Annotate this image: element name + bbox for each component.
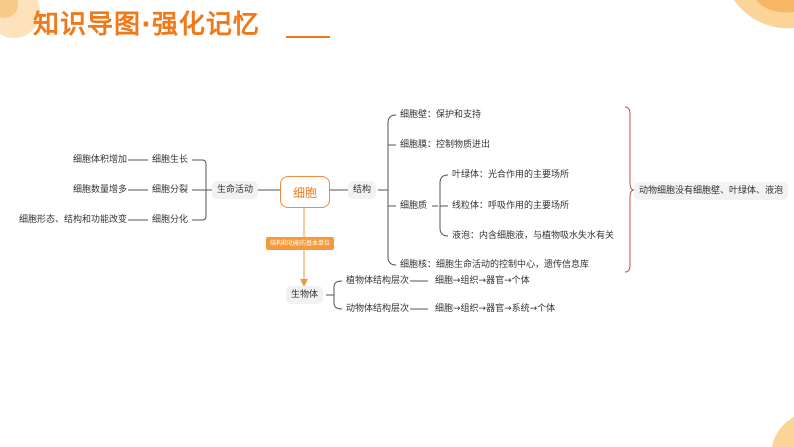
corner-decoration-left [0,0,40,38]
page-title: 知识导图·强化记忆 [33,10,260,40]
corner-decoration-right [734,0,794,29]
process-division: 细胞分裂 [152,185,189,195]
cytoplasm-item: 细胞质 [400,201,428,211]
structure-node: 结构 [348,181,377,199]
basic-unit-label: 结构和功能的基本单位 [266,237,335,250]
result-number: 细胞数量增多 [73,185,128,195]
nucleus-item: 细胞核：细胞生命活动的控制中心，遗传信息库 [400,260,590,270]
vacuole-item: 液泡：内含细胞液，与植物吸水失水有关 [452,231,615,241]
plant-hierarchy-levels: 细胞→组织→器官→个体 [435,276,530,286]
corner-decoration-bottom-right [772,417,794,447]
result-volume: 细胞体积增加 [73,155,128,165]
cell-membrane-item: 细胞膜：控制物质进出 [400,140,491,150]
chloroplast-item: 叶绿体：光合作用的主要场所 [452,170,570,180]
center-node-cell: 细胞 [280,176,330,208]
animal-hierarchy-levels: 细胞→组织→器官→系统→个体 [435,304,556,314]
life-activity-node: 生命活动 [212,181,259,199]
process-growth: 细胞生长 [152,155,189,165]
process-differentiation: 细胞分化 [152,215,189,225]
organism-node: 生物体 [286,286,324,304]
plant-hierarchy-label: 植物体结构层次 [346,276,410,286]
title-underline [286,36,330,38]
cell-wall-item: 细胞壁：保护和支持 [400,110,482,120]
result-differentiation: 细胞形态、结构和功能改变 [19,215,128,225]
mitochondria-item: 线粒体：呼吸作用的主要场所 [452,201,570,211]
animal-hierarchy-label: 动物体结构层次 [346,304,410,314]
animal-cell-note: 动物细胞没有细胞壁、叶绿体、液泡 [634,182,789,200]
